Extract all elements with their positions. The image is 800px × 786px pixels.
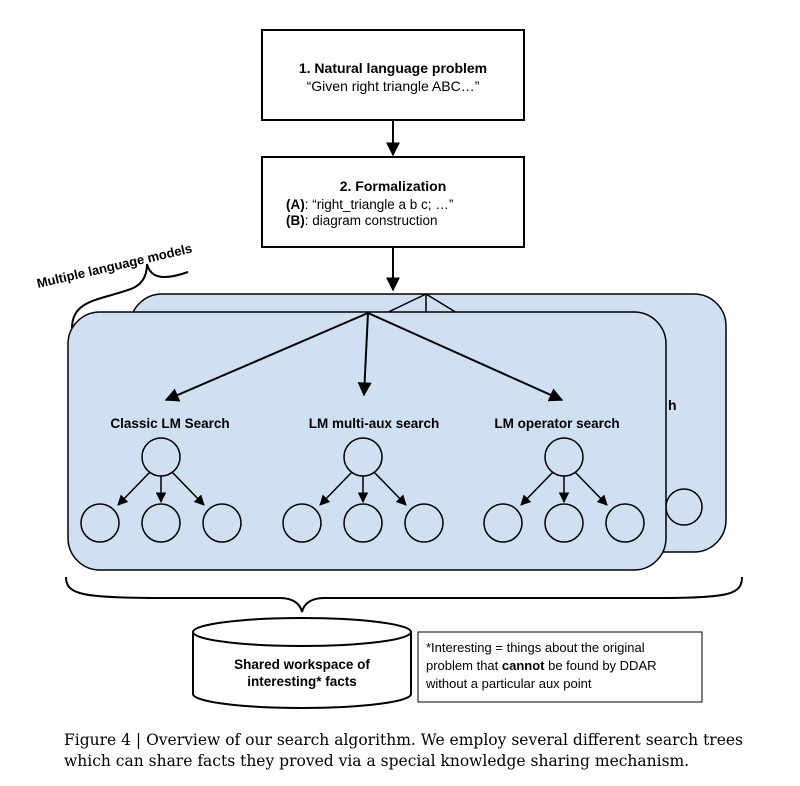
note-line3: without a particular aux point <box>425 676 592 691</box>
formalization-line-a: (A): “right_triangle a b c; …” <box>286 197 453 212</box>
tree-leaf-node <box>202 503 242 543</box>
tree-edge <box>520 471 554 506</box>
tree-edge <box>117 471 151 506</box>
workspace-label-line2: interesting* facts <box>247 674 357 689</box>
back-panel-label-fragment: h <box>668 397 677 413</box>
formalization-box <box>261 156 525 248</box>
figure-caption: Figure 4 | Overview of our search algori… <box>64 731 744 770</box>
arrow-to-operator-search <box>367 312 564 402</box>
tree-leaf-node <box>544 503 584 543</box>
search-label-multi-aux: LM multi-aux search <box>309 416 440 431</box>
note-line2: problem that cannot be found by DDAR <box>426 658 657 673</box>
tree-leaf-node <box>141 503 181 543</box>
note-line1: *Interesting = things about the original <box>426 640 645 655</box>
brace-multiple-models <box>71 263 189 329</box>
search-label-operator: LM operator search <box>494 416 619 431</box>
brace-shared-workspace <box>65 576 743 613</box>
tree-leaf-node <box>404 503 444 543</box>
tree-leaf-node <box>80 503 120 543</box>
shared-workspace-cylinder <box>192 617 412 709</box>
tree-leaf-node <box>483 503 523 543</box>
tree-leaf-node <box>343 503 383 543</box>
search-label-classic: Classic LM Search <box>110 416 229 431</box>
workspace-label-line1: Shared workspace of <box>234 657 370 672</box>
interesting-definition-box <box>417 631 703 703</box>
arrow-to-classic-search <box>164 312 369 402</box>
tree-leaf-node <box>605 503 645 543</box>
tree-edge <box>574 471 608 506</box>
formalization-title: 2. Formalization <box>340 178 447 194</box>
problem-title: 1. Natural language problem <box>299 60 487 76</box>
problem-text: “Given right triangle ABC…” <box>307 78 480 94</box>
tree-edge <box>373 471 407 506</box>
search-tree-classic <box>80 437 242 543</box>
tree-leaf-node <box>282 503 322 543</box>
search-panel-front <box>67 311 667 571</box>
problem-box <box>261 29 525 121</box>
tree-edge <box>319 471 353 506</box>
arrow-to-multi-aux-search <box>357 312 372 397</box>
brace-label: Multiple language models <box>35 241 193 291</box>
tree-edge <box>171 471 205 506</box>
search-tree-operator <box>483 437 645 543</box>
formalization-line-b: (B): diagram construction <box>286 213 438 228</box>
search-tree-multi-aux <box>282 437 444 543</box>
